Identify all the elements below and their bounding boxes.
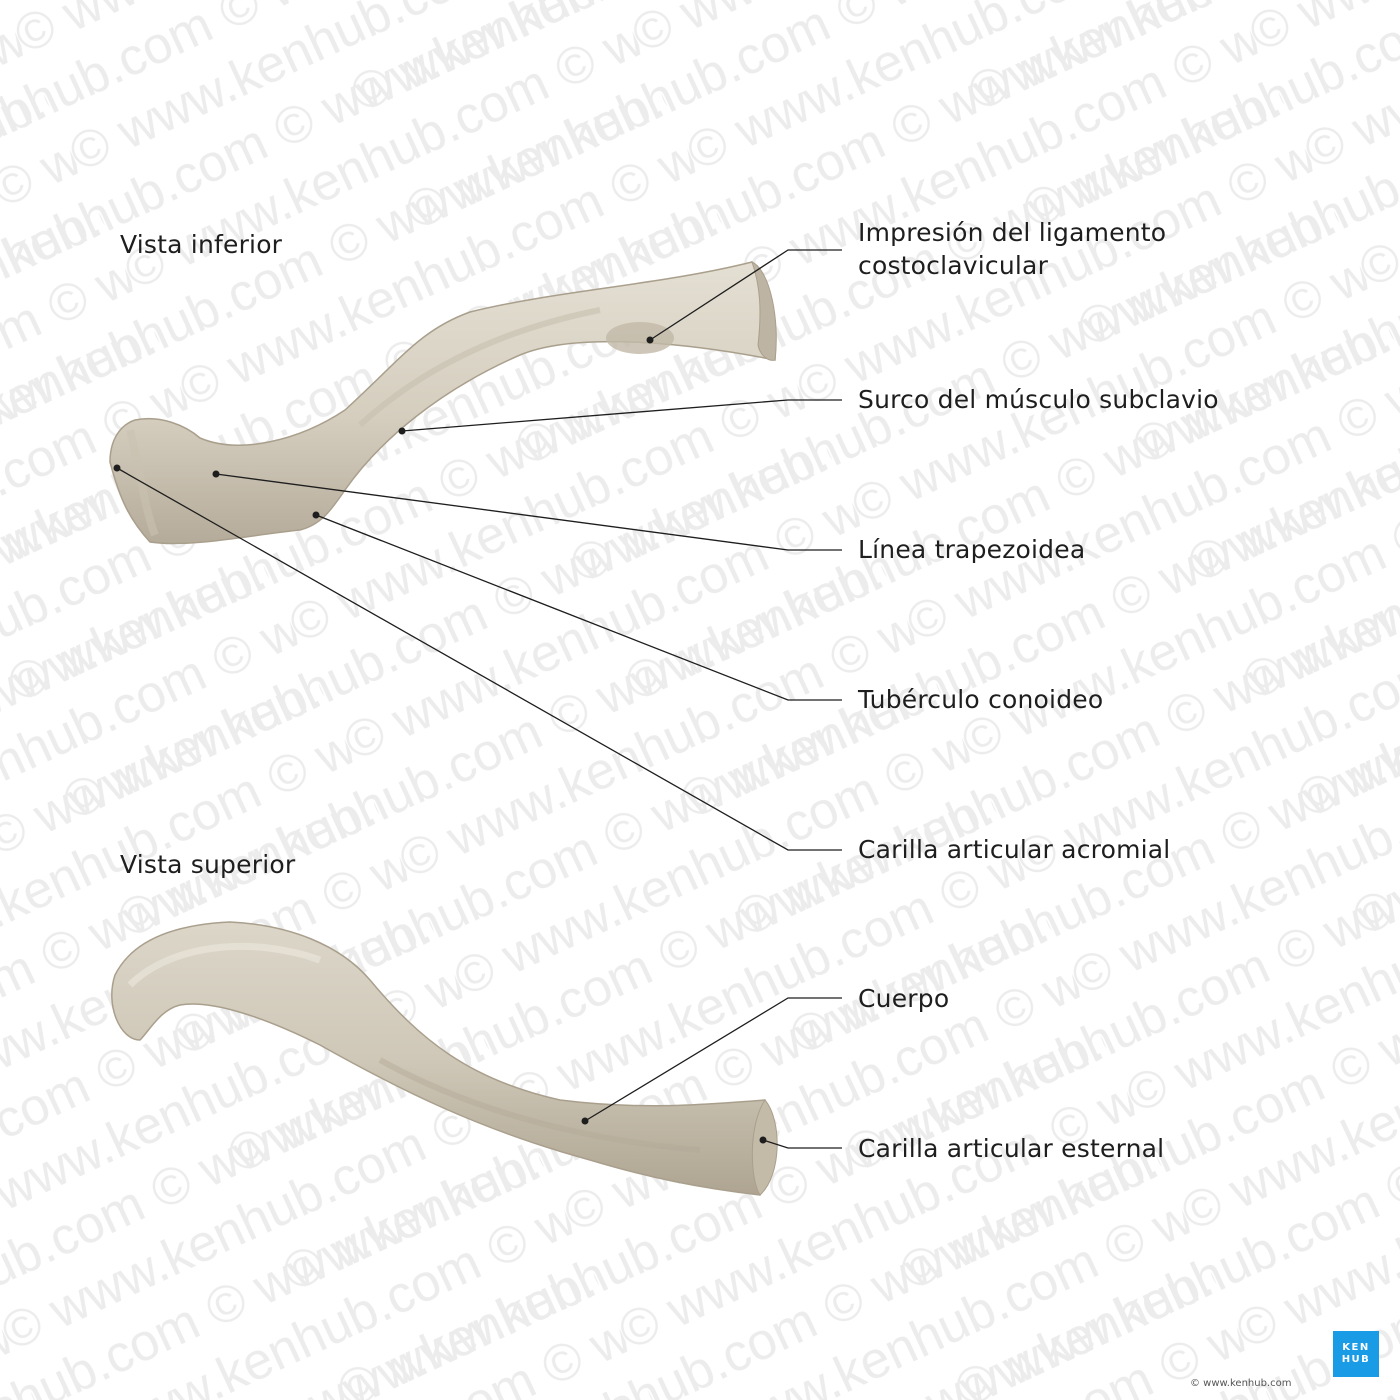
pointer-dot	[759, 1136, 767, 1144]
clavicle-superior-view	[111, 921, 778, 1196]
label-impresion-line2: costoclavicular	[858, 251, 1049, 280]
label-carilla-acromial: Carilla articular acromial	[858, 835, 1171, 864]
leader-cuerpo	[584, 997, 842, 1122]
leader-carilla-acromial	[116, 467, 842, 851]
pointer-dot	[113, 464, 121, 472]
label-impresion: Impresión del ligamento costoclavicular	[858, 216, 1166, 282]
label-surco: Surco del músculo subclavio	[858, 385, 1219, 414]
copyright-text: © www.kenhub.com	[1190, 1378, 1292, 1389]
leader-linea	[215, 473, 842, 551]
view-title-inferior: Vista inferior	[120, 230, 283, 259]
kenhub-logo: KEN HUB	[1333, 1331, 1379, 1377]
label-impresion-line1: Impresión del ligamento	[858, 218, 1167, 247]
pointer-dot	[212, 470, 220, 478]
label-cuerpo: Cuerpo	[858, 984, 950, 1013]
leader-tuberculo	[315, 514, 842, 701]
label-tuberculo: Tubérculo conoideo	[858, 685, 1104, 714]
clavicle-inferior-view	[109, 261, 777, 545]
pointer-dot	[646, 336, 654, 344]
pointer-dot	[312, 511, 320, 519]
pointer-dot	[581, 1117, 589, 1125]
pointer-dot	[398, 427, 406, 435]
leader-impresion	[649, 249, 842, 341]
leader-carilla-esternal	[762, 1139, 842, 1149]
logo-line2: HUB	[1341, 1354, 1371, 1365]
label-carilla-esternal: Carilla articular esternal	[858, 1134, 1165, 1163]
logo-line1: KEN	[1342, 1342, 1370, 1353]
label-linea: Línea trapezoidea	[858, 535, 1086, 564]
view-title-superior: Vista superior	[120, 850, 296, 879]
leader-surco	[401, 399, 842, 432]
